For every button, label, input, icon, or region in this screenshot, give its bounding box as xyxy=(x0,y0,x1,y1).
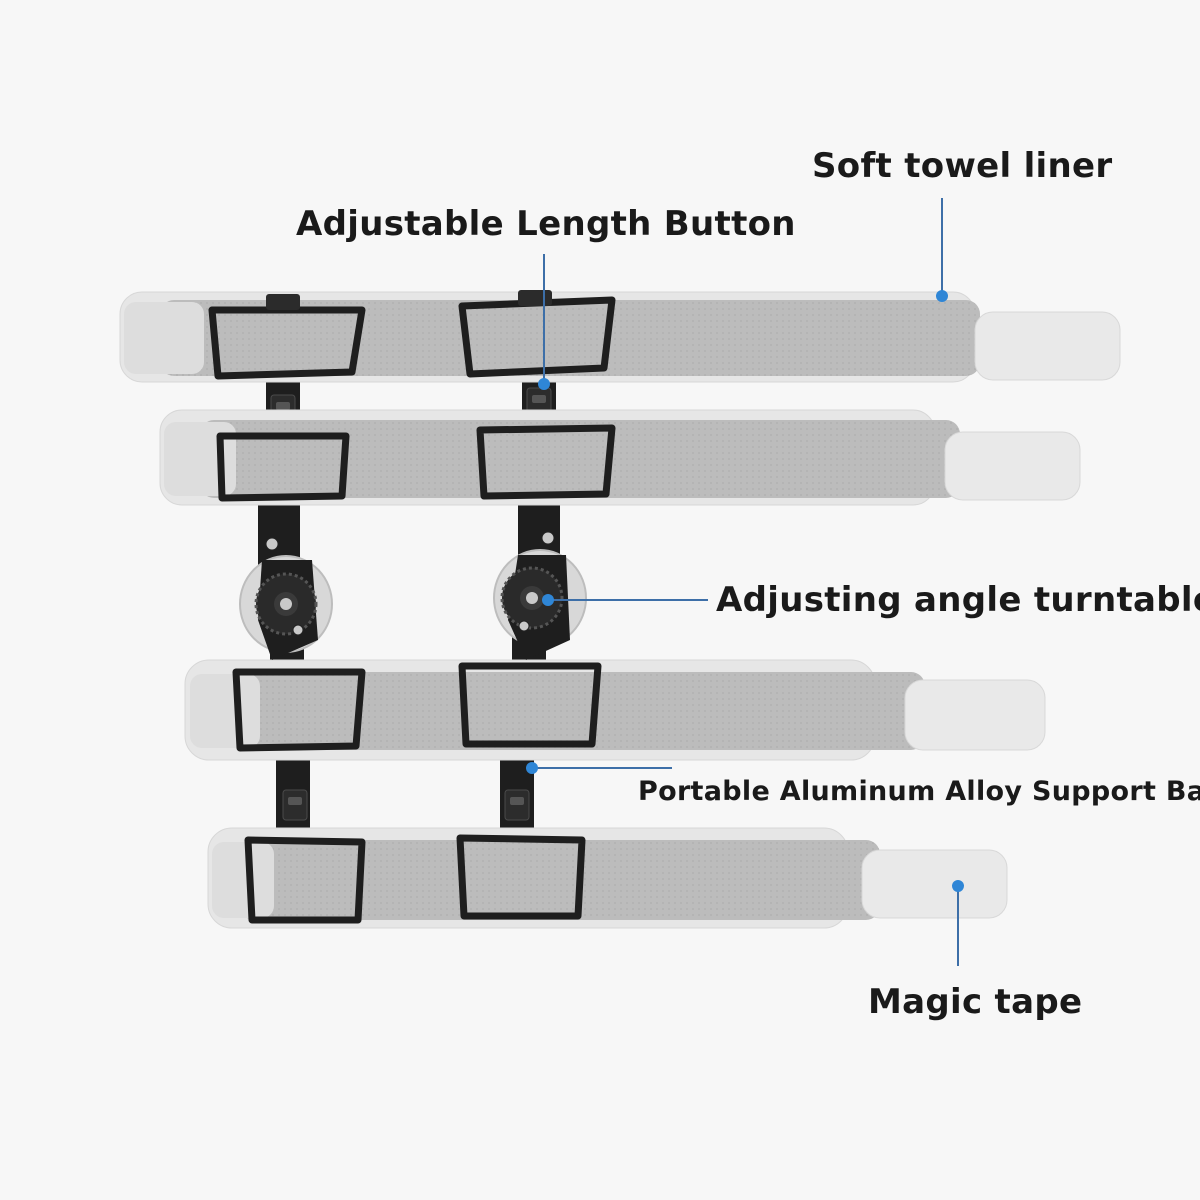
label-magic-tape: Magic tape xyxy=(868,982,1083,1022)
label-adjusting-angle-turntable: Adjusting angle turntable xyxy=(716,580,1200,620)
strap-1 xyxy=(119,291,1121,383)
pointer-magic-tape xyxy=(952,880,964,966)
buckle-frames xyxy=(208,296,616,924)
label-adjustable-length-button: Adjustable Length Button xyxy=(296,204,796,244)
right-angle-turntable-icon[interactable] xyxy=(493,531,587,660)
pointer-angle-turntable xyxy=(542,594,708,606)
label-support-bar: Portable Aluminum Alloy Support Bar xyxy=(638,776,1200,807)
strap-4 xyxy=(207,827,1008,929)
strap-2 xyxy=(159,409,1081,506)
label-soft-towel-liner: Soft towel liner xyxy=(812,146,1113,186)
pointer-support-bar xyxy=(526,762,672,774)
pointer-length-button xyxy=(538,254,550,390)
pointer-soft-towel-liner xyxy=(936,198,948,302)
left-angle-turntable-icon[interactable] xyxy=(239,537,333,660)
